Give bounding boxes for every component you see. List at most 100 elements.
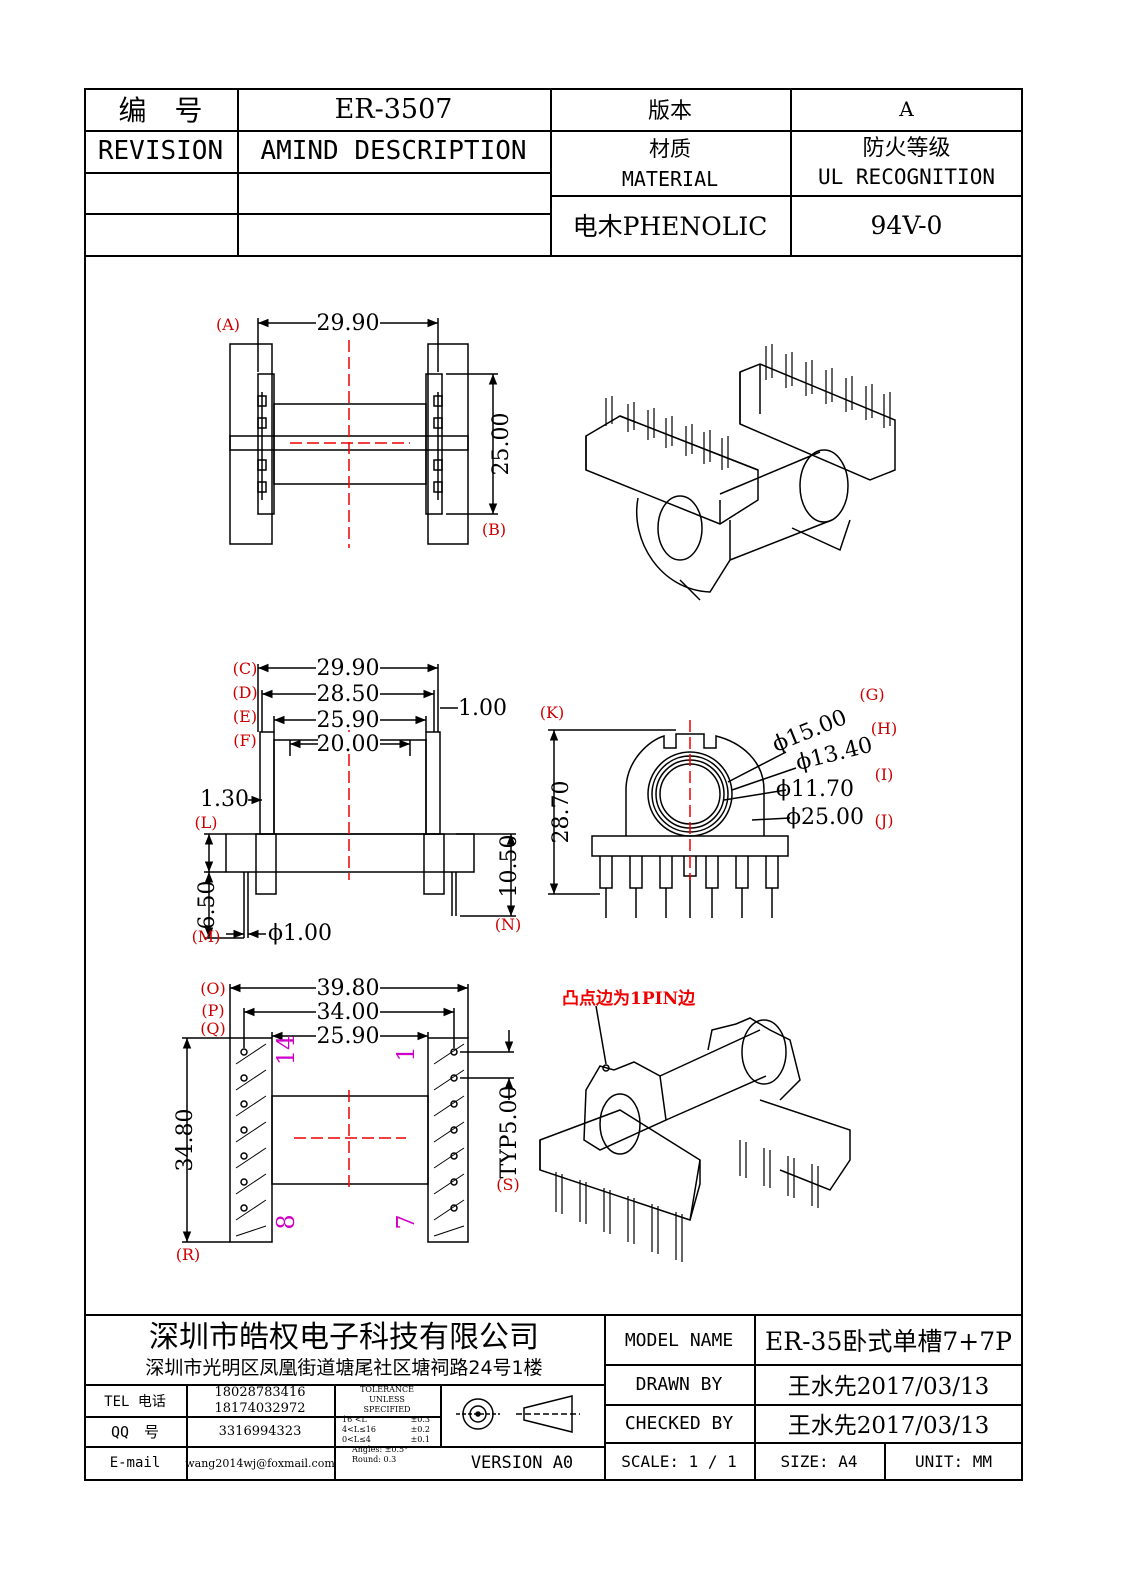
- divider: [550, 88, 552, 255]
- version-label: 版本: [647, 99, 692, 124]
- dim-m-value: 6.50: [195, 881, 220, 930]
- fire-en: UL RECOGNITION: [817, 165, 995, 189]
- drawn-label: DRAWN BY: [635, 1373, 723, 1395]
- divider: [604, 1404, 1023, 1406]
- company-name: 深圳市皓权电子科技有限公司: [149, 1320, 539, 1355]
- dim-pin-value: ϕ1.00: [268, 921, 332, 946]
- dim-mask: [316, 976, 380, 998]
- material-cn: 材质: [649, 137, 691, 161]
- dim-mask: [316, 1000, 380, 1022]
- tolerance-value: ±0.2: [410, 1425, 430, 1434]
- dim-f-value: 20.00: [317, 732, 380, 757]
- divider: [440, 1384, 442, 1446]
- dim-a-value: 29.90: [317, 311, 380, 336]
- top-view: [229, 318, 498, 548]
- dim-r-value: 34.80: [173, 1109, 198, 1172]
- tel-2: 18174032972: [214, 1400, 306, 1416]
- side-view: [204, 663, 516, 939]
- number-value: ER-3507: [334, 93, 453, 125]
- tag-d: (D): [232, 683, 257, 702]
- tag-m: (M): [192, 927, 221, 946]
- divider: [884, 1442, 886, 1481]
- tag-g: (G): [859, 685, 884, 704]
- tag-k: (K): [540, 703, 564, 722]
- qq-value: 3316994323: [218, 1423, 302, 1439]
- model-value: ER-35卧式单槽7+7P: [765, 1327, 1012, 1356]
- dim-mask: [316, 312, 380, 334]
- tag-h: (H): [871, 719, 897, 738]
- front-view: [548, 720, 797, 918]
- dim-k-value: 28.70: [549, 781, 574, 844]
- pin1-note: 凸点边为1PIN边: [562, 988, 696, 1009]
- bottom-view: [182, 983, 514, 1243]
- tolerance-specified: SPECIFIED: [363, 1405, 411, 1414]
- divider: [754, 1314, 756, 1442]
- divider: [84, 1384, 604, 1386]
- tag-b: (B): [482, 520, 506, 539]
- model-label: MODEL NAME: [624, 1329, 734, 1351]
- tag-a: (A): [216, 315, 240, 334]
- qq-label: QQ 号: [110, 1422, 160, 1441]
- divider: [604, 1314, 606, 1481]
- dim-d-value: 28.50: [317, 682, 380, 707]
- tolerance-value: ±0.1: [410, 1435, 430, 1444]
- tolerance-row: 0<L≤4 ±0.1: [334, 1435, 440, 1445]
- pin-label-7: 7: [392, 1214, 420, 1229]
- divider: [84, 1416, 440, 1418]
- material-en: MATERIAL: [621, 167, 719, 191]
- iso-view-bottom: [539, 1005, 851, 1262]
- unit-label: UNIT: MM: [914, 1451, 993, 1471]
- checked-value: 王水先2017/03/13: [787, 1413, 990, 1439]
- divider: [84, 1314, 1023, 1316]
- tag-c: (C): [233, 659, 258, 678]
- divider: [754, 1442, 756, 1481]
- iso-view-top: [585, 344, 896, 601]
- dim-mask: [316, 1024, 380, 1046]
- tag-s: (S): [496, 1175, 519, 1194]
- dim-c-value: 29.90: [317, 656, 380, 681]
- tag-n: (N): [495, 915, 521, 934]
- tolerance-block: TOLERANCE UNLESS SPECIFIED 16 <L ±0.3 4<…: [334, 1384, 440, 1480]
- tag-l: (L): [194, 813, 217, 832]
- tolerance-row: 4<L≤16 ±0.2: [334, 1425, 440, 1435]
- dim-q-value: 25.90: [317, 1024, 380, 1049]
- divider: [84, 130, 1023, 132]
- dim-p-value: 34.00: [317, 1000, 380, 1025]
- divider: [84, 1446, 604, 1448]
- fire-value: 94V-0: [870, 210, 943, 240]
- dim-mask: [318, 732, 380, 754]
- tag-e: (E): [233, 707, 257, 726]
- company-address: 深圳市光明区凤凰街道塘尾社区塘祠路24号1楼: [145, 1356, 543, 1379]
- scale-label: SCALE: 1 / 1: [621, 1451, 737, 1471]
- divider: [186, 1384, 188, 1481]
- size-label: SIZE: A4: [780, 1451, 858, 1471]
- dim-e-value: 25.90: [317, 708, 380, 733]
- dim-flange-value: 1.00: [458, 696, 507, 721]
- tolerance-title: TOLERANCE: [360, 1385, 414, 1394]
- dim-mask: [316, 708, 380, 730]
- email-value: wang2014wj@foxmail.com: [185, 1456, 335, 1470]
- dim-mask: [316, 656, 380, 678]
- divider: [84, 172, 550, 174]
- tag-j: (J): [875, 811, 894, 830]
- tel-1: 18028783416: [214, 1384, 306, 1400]
- dim-mask: [316, 682, 380, 704]
- revision-label: REVISION: [97, 136, 224, 166]
- pin-label-14: 14: [272, 1035, 300, 1066]
- dim-l-value: 1.30: [200, 787, 249, 812]
- divider: [550, 195, 1023, 197]
- tolerance-angles: Angles: ±0.5°: [352, 1445, 409, 1454]
- divider: [237, 88, 239, 255]
- drawing-frame: [84, 88, 1023, 1481]
- dim-s-value: TYP5.00: [497, 1086, 522, 1179]
- dim-o-value: 39.80: [317, 976, 380, 1001]
- divider: [790, 88, 792, 255]
- tag-f: (F): [233, 731, 257, 750]
- checked-label: CHECKED BY: [624, 1412, 734, 1434]
- tag-p: (P): [201, 1001, 224, 1020]
- tag-i: (I): [875, 765, 894, 784]
- tag-q: (Q): [200, 1019, 226, 1038]
- tolerance-unless: UNLESS: [369, 1395, 405, 1404]
- dim-j-value: ϕ25.00: [786, 805, 864, 830]
